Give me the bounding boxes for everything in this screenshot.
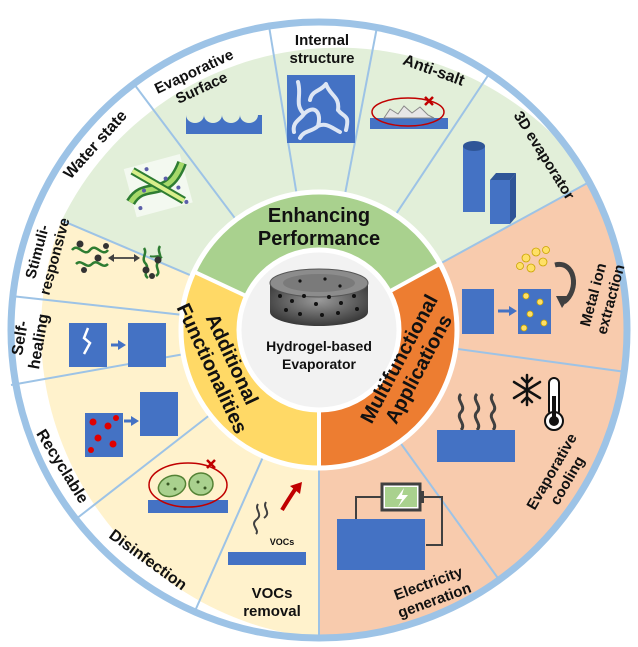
vocs-label-line1: VOCs [252,585,293,602]
recycle-particles-icon [85,392,178,457]
bacteria-icon [148,459,228,513]
snowflake-icon [512,373,542,407]
electricity-label: Electricity generation [392,563,474,621]
anti-salt-icon [370,96,448,129]
internal-structure-icon [287,75,355,143]
battery-icon [355,482,443,546]
vocs-icon: VOCs [228,482,306,565]
heat-waves-icon [457,392,497,432]
electricity-slab [337,519,425,570]
hydrogel-disk-icon [269,268,369,326]
outer-border [7,18,631,642]
water-state-icon [123,154,193,218]
cooling-slab [437,430,515,462]
svg-text:Self-: Self- [9,320,32,357]
thermometer-icon [544,377,564,431]
crack-icon [69,323,166,367]
internal-structure-label-line1: Internal [295,32,349,49]
polymer-chains-icon [71,240,163,280]
internal-structure-label-line2: structure [289,50,354,67]
vocs-label-line2: removal [243,603,301,620]
metal-ion-icon [462,246,576,334]
enhancing-title-line2: Performance [258,228,380,250]
wavy-surface-icon [186,115,262,134]
vocs-icon-text: VOCs [270,537,295,547]
enhancing-title-line1: Enhancing [268,205,370,227]
center-title-line1: Hydrogel-based [266,338,372,354]
center-title-line2: Evaporator [282,356,356,372]
3d-evaporator-icon [463,141,516,224]
